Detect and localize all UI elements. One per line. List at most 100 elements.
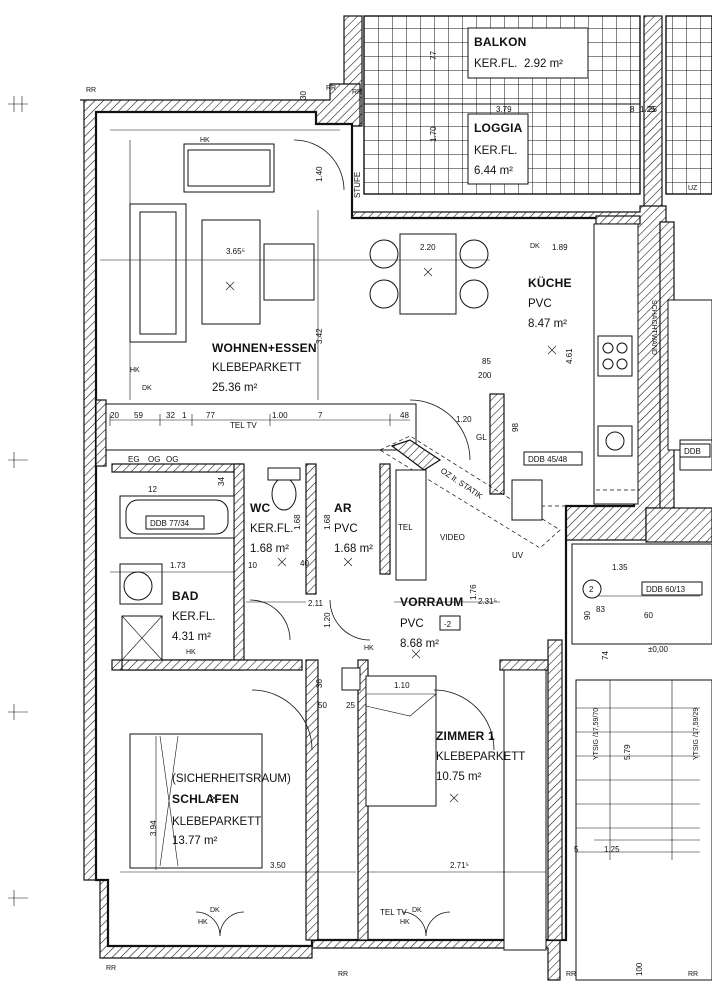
dim-vor-211: 2.11 <box>308 599 324 608</box>
dim-row-59: 59 <box>134 411 143 420</box>
dim-stair-5: 5 <box>574 845 579 854</box>
dim-k-85: 85 <box>482 357 491 366</box>
zimmer1-name: ZIMMER 1 <box>436 729 495 743</box>
vorraum-level-tag: -2 <box>444 620 452 629</box>
zimmer1-floor: KLEBEPARKETT <box>436 751 525 763</box>
label-video: VIDEO <box>440 533 465 542</box>
wc-name: WC <box>250 501 271 515</box>
label-og-2: OG <box>166 455 178 464</box>
dim-wohnen-depth: 3.42 <box>315 328 324 344</box>
label-dk-1: DK <box>142 385 152 392</box>
label-rr-2: RR <box>106 965 116 972</box>
label-rr-5: RR <box>688 971 698 978</box>
dim-row-100: 1.00 <box>272 411 288 420</box>
dim-loggia-width: 3.79 <box>496 105 512 114</box>
dim-balkon-depth: 77 <box>429 51 438 60</box>
dim-bad-173: 1.73 <box>170 561 186 570</box>
label-rr-4: RR <box>566 971 576 978</box>
label-tel-tv-bottom: TEL TV <box>380 908 407 917</box>
balkon-name: BALKON <box>474 35 527 49</box>
dim-vor-120: 1.20 <box>323 612 332 628</box>
dim-row-120: 1.20 <box>456 415 472 424</box>
dim-row-98: 98 <box>511 423 520 432</box>
dim-stair-60: 60 <box>644 611 653 620</box>
bad-floor: KER.FL. <box>172 611 215 623</box>
dim-wall-140: 1.40 <box>315 166 324 182</box>
dim-25: 25 <box>648 105 657 114</box>
schlafen-name: (SICHERHEITSRAUM) <box>172 773 291 785</box>
wohnen-floor: KLEBEPARKETT <box>212 362 301 374</box>
wohnen-name: WOHNEN+ESSEN <box>212 341 317 355</box>
dim-vor-40: 40 <box>300 559 309 568</box>
dim-vor-176: 1.76 <box>469 584 478 600</box>
dim-sch-350: 3.50 <box>270 861 286 870</box>
ar-area: 1.68 m² <box>334 543 373 555</box>
dim-stair-74: 74 <box>601 651 610 660</box>
label-hk-6: HK <box>400 919 410 926</box>
margin-ticks <box>8 96 28 906</box>
label-hk-5: HK <box>198 919 208 926</box>
label-eg: EG <box>128 455 140 464</box>
dimension-texts: 3.65⁵ 2.20 3.42 1.40 3.79 1.70 77 1.25 1… <box>110 51 657 976</box>
balkon-loggia <box>343 15 712 213</box>
loggia-area: 6.44 m² <box>474 165 513 177</box>
dim-loggia-small: 1.25 <box>640 105 656 114</box>
dim-stair-135: 1.35 <box>612 563 628 572</box>
ar-name: AR <box>334 501 352 515</box>
kueche-floor: PVC <box>528 298 552 310</box>
label-hk-4: HK <box>364 645 374 652</box>
dim-row-32: 32 <box>166 411 175 420</box>
dim-row-1: 1 <box>182 411 187 420</box>
label-hk-2: HK <box>130 367 140 374</box>
dim-wohnen-width: 3.65⁵ <box>226 247 245 256</box>
dim-row-20: 20 <box>110 411 119 420</box>
label-ytsig1: YTSIG /17,59/70 <box>593 708 600 760</box>
vorraum-name: VORRAUM <box>400 595 463 609</box>
wohnen-area: 25.36 m² <box>212 382 258 394</box>
label-uv: UV <box>512 551 524 560</box>
frame-value-rr-a: RR <box>326 85 336 92</box>
loggia-name: LOGGIA <box>474 121 523 135</box>
bad-area: 4.31 m² <box>172 631 211 643</box>
ar-floor: PVC <box>334 523 358 535</box>
label-dk-4: DK <box>412 907 422 914</box>
statik-beam <box>379 435 561 549</box>
dim-sch-394: 3.94 <box>149 820 158 836</box>
label-dk-3: DK <box>210 907 220 914</box>
dim-vor-231: 2.31⁵ <box>478 597 497 606</box>
dim-zi-110: 1.10 <box>394 681 410 690</box>
loggia-floor: KER.FL. <box>474 145 517 157</box>
living-furniture <box>100 129 490 461</box>
vorraum-floor: PVC <box>400 618 424 630</box>
schlafen-area: 13.77 m² <box>172 835 218 847</box>
label-rr-3: RR <box>338 971 348 978</box>
dim-zi-25: 25 <box>346 701 355 710</box>
label-uz: UZ <box>688 185 698 192</box>
dim-bottom-100: 100 <box>635 962 644 976</box>
zimmer1-area: 10.75 m² <box>436 771 482 783</box>
dim-row-48: 48 <box>400 411 409 420</box>
dim-wc-168: 1.68 <box>293 514 302 530</box>
kueche-name: KÜCHE <box>528 275 572 290</box>
label-level-zero: ±0,00 <box>648 645 669 654</box>
label-stufe: STUFE <box>353 172 362 198</box>
frame-value-30: 30 <box>299 91 308 100</box>
kitchen-fixtures <box>511 223 640 521</box>
label-schacht: SCHACHTWAND <box>650 300 657 355</box>
dimension-lines <box>109 210 700 873</box>
vorraum-area: 8.68 m² <box>400 638 439 650</box>
label-hk-3: HK <box>186 649 196 656</box>
label-ddb-bath: DDB 77/34 <box>150 519 190 528</box>
label-ddb-kitchen: DDB 45/48 <box>528 455 568 464</box>
dim-essen-width: 2.20 <box>420 243 436 252</box>
dim-8: 8 <box>630 105 635 114</box>
dim-zi-271: 2.71⁵ <box>450 861 469 870</box>
dim-zi-50: 50 <box>318 701 327 710</box>
label-dk-2: DK <box>530 243 540 250</box>
kueche-area: 8.47 m² <box>528 318 567 330</box>
dim-row-12: 12 <box>148 485 157 494</box>
label-hk-1: HK <box>200 137 210 144</box>
label-gl: GL <box>476 433 487 442</box>
label-rr-1: RR <box>86 87 96 94</box>
